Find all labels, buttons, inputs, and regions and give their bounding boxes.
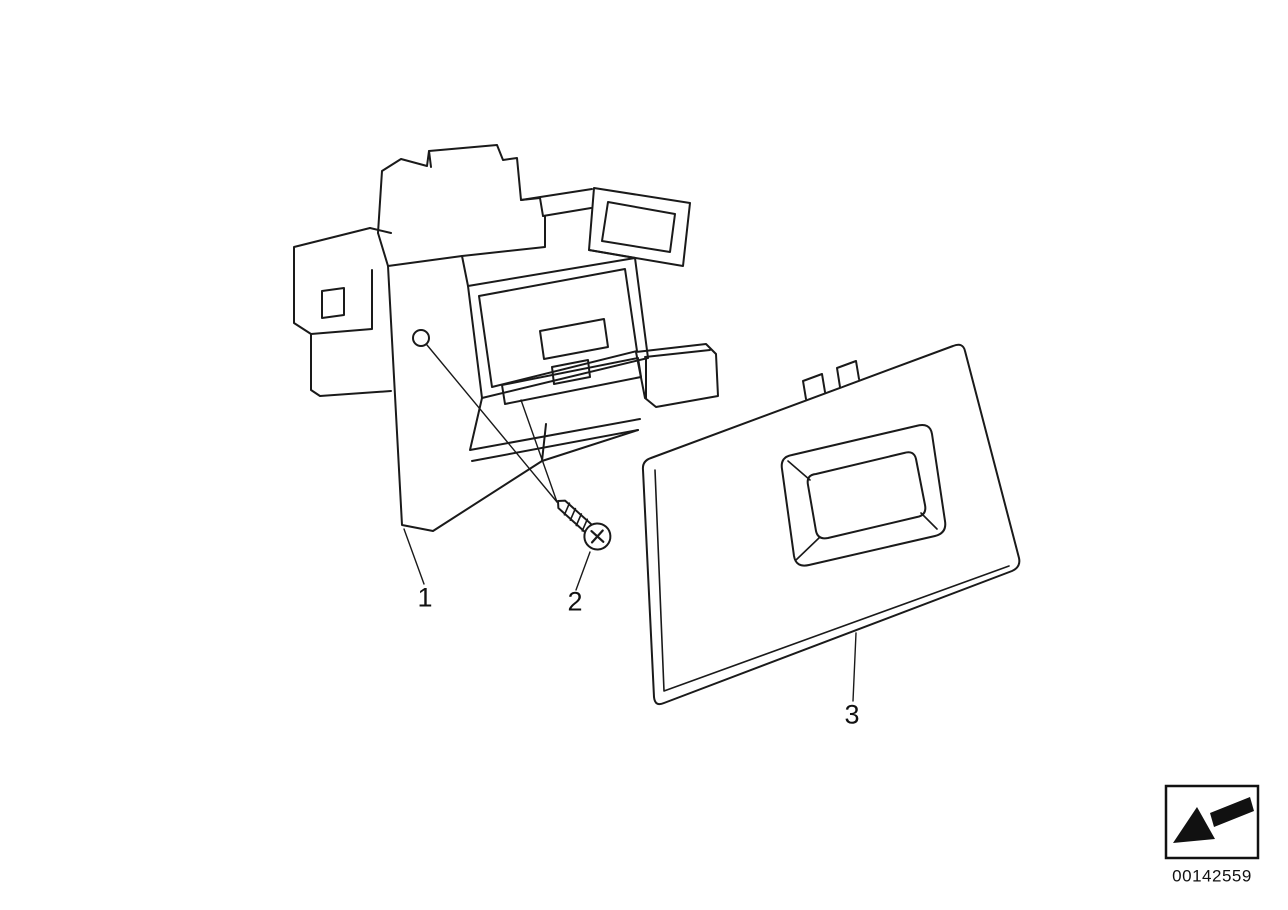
top-frame-ring xyxy=(588,187,691,267)
mounting-screw-part-2 xyxy=(557,499,612,551)
cover-clip xyxy=(836,360,860,388)
rear-box-slot xyxy=(321,287,345,319)
callout-3: 3 xyxy=(844,699,860,730)
leader-line-1 xyxy=(403,528,425,585)
screw-alignment-line xyxy=(520,399,558,503)
callout-2: 2 xyxy=(567,586,583,617)
frame-opening xyxy=(467,257,649,399)
phillips-cross-icon xyxy=(590,529,605,544)
front-plate xyxy=(387,215,546,267)
screw-threads xyxy=(563,502,589,532)
handle-recess-opening xyxy=(806,451,927,540)
leader-lines xyxy=(403,344,857,702)
cover-clip xyxy=(802,373,826,400)
image-id-text: 00142559 xyxy=(1172,866,1252,886)
rear-box xyxy=(293,227,392,397)
stamp-border xyxy=(1164,784,1260,860)
leader-line-2 xyxy=(575,551,591,591)
housing-assembly-part-1 xyxy=(293,144,719,532)
trim-cover-part-3 xyxy=(641,343,1021,706)
screw-alignment-line xyxy=(426,344,558,503)
leader-line-3 xyxy=(852,632,857,702)
top-bracket xyxy=(377,144,544,234)
callout-1: 1 xyxy=(417,582,433,613)
page-curl-arrow-icon xyxy=(1173,797,1254,843)
screw-hole xyxy=(412,329,430,347)
stamp-box xyxy=(1164,784,1260,860)
lock-cylinder xyxy=(539,318,609,360)
